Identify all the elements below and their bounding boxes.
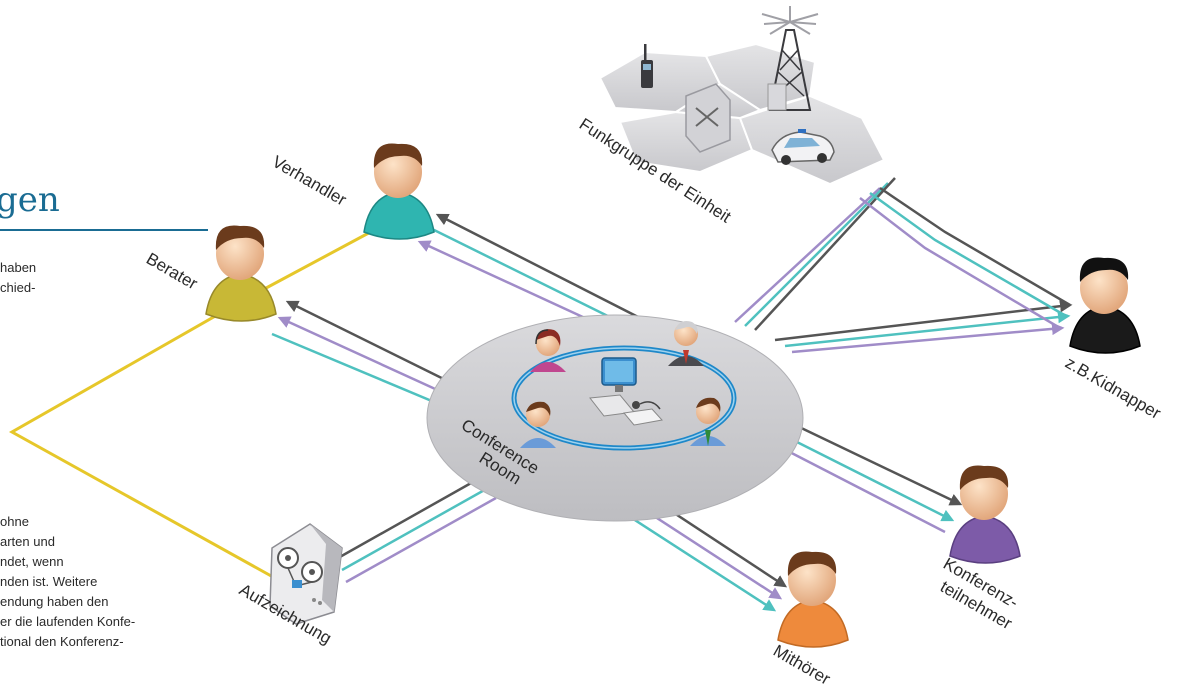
police-car-icon bbox=[771, 129, 835, 165]
recording-device: Aufzeichnung bbox=[236, 523, 343, 648]
heading-rule bbox=[0, 229, 208, 231]
intro-line-2: chied- bbox=[0, 280, 36, 295]
reel-recorder-icon bbox=[277, 547, 323, 605]
radio-group: Funkgruppe der Einheit bbox=[576, 6, 886, 227]
conference-room: Conference Room bbox=[426, 314, 804, 522]
section-heading: gen bbox=[0, 180, 60, 220]
negotiator-person: Verhandler bbox=[269, 143, 435, 240]
advisor-person: Berater bbox=[143, 225, 277, 322]
body-line-6: er die laufenden Konfe- bbox=[0, 614, 136, 629]
participant-person-icon bbox=[520, 401, 556, 448]
conference-participant-person: Konferenz- teilnehmer bbox=[937, 465, 1022, 633]
consultant-person-icon bbox=[690, 397, 726, 446]
body-line-3: ndet, wenn bbox=[0, 554, 64, 569]
network-switch-icon bbox=[685, 83, 731, 153]
body-line-1: ohne bbox=[0, 514, 29, 529]
body-line-4: nden ist. Weitere bbox=[0, 574, 98, 589]
connections bbox=[8, 177, 1073, 612]
kidnapper-label: z.B.Kidnapper bbox=[1062, 353, 1164, 423]
listener-label: Mithörer bbox=[770, 641, 834, 689]
headset-person-icon bbox=[530, 329, 566, 372]
body-line-5: endung haben den bbox=[0, 594, 109, 609]
body-line-7: tional den Konferenz- bbox=[0, 634, 124, 649]
computer-icon bbox=[589, 357, 663, 426]
listener-person: Mithörer bbox=[770, 551, 849, 689]
manager-person-icon bbox=[668, 321, 704, 366]
kidnapper-person: z.B.Kidnapper bbox=[1062, 257, 1164, 423]
walkie-talkie-icon bbox=[641, 44, 653, 88]
negotiator-label: Verhandler bbox=[269, 152, 350, 210]
advisor-label: Berater bbox=[143, 249, 201, 293]
radio-tower-icon bbox=[761, 6, 819, 111]
body-line-2: arten und bbox=[0, 534, 55, 549]
intro-line-1: haben bbox=[0, 260, 37, 275]
